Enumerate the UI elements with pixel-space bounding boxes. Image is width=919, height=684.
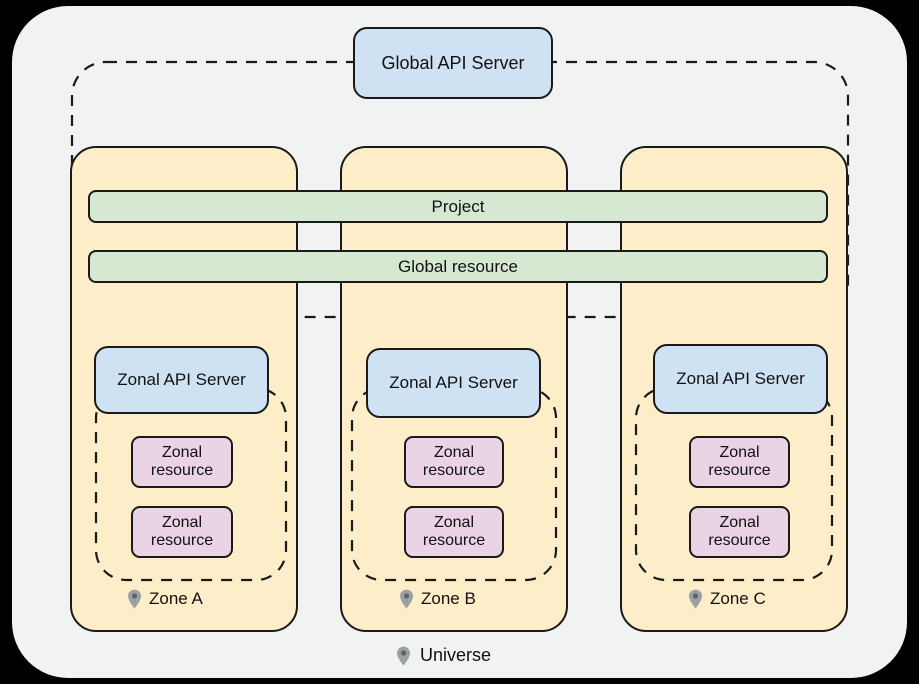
zonal-resource-b-2-line1: Zonal [433,513,475,531]
zone-c-label: Zone C [688,589,766,609]
zonal-resource-a-1[interactable]: Zonal resource [131,436,233,488]
zone-b-label: Zone B [399,589,476,609]
zonal-resource-a-1-line1: Zonal [161,443,203,461]
zonal-resource-a-1-line2: resource [150,462,214,479]
zonal-api-server-c-label: Zonal API Server [676,369,805,389]
zonal-resource-c-1[interactable]: Zonal resource [689,436,790,488]
zonal-resource-b-2[interactable]: Zonal resource [404,506,504,558]
zonal-api-server-a[interactable]: Zonal API Server [94,346,269,414]
zonal-resource-b-1-line2: resource [422,462,486,479]
location-pin-icon [689,589,702,609]
location-pin-icon [128,589,141,609]
zone-a-label-text: Zone A [149,589,203,608]
zonal-resource-c-1-line1: Zonal [719,443,760,461]
project-bar[interactable]: Project [88,190,828,223]
project-bar-label: Project [431,196,485,216]
global-api-server-label: Global API Server [381,52,525,73]
zonal-resource-b-1[interactable]: Zonal resource [404,436,504,488]
zone-b-inner-dashed-boundary [350,386,558,582]
zonal-resource-a-2-line2: resource [150,532,214,549]
zonal-api-server-a-label: Zonal API Server [117,370,246,390]
zonal-resource-b-2-line2: resource [422,532,486,549]
universe-label: Universe [396,645,491,666]
zonal-resource-a-2[interactable]: Zonal resource [131,506,233,558]
zonal-resource-c-2-line1: Zonal [719,513,760,531]
zonal-resource-c-2[interactable]: Zonal resource [689,506,790,558]
zonal-resource-c-1-line2: resource [708,462,771,479]
location-pin-icon [397,646,410,665]
global-resource-bar[interactable]: Global resource [88,250,828,283]
universe-label-text: Universe [420,645,492,665]
zone-c-label-text: Zone C [710,589,766,608]
zonal-resource-c-2-line2: resource [708,532,771,549]
location-pin-icon [400,589,413,609]
zonal-api-server-b[interactable]: Zonal API Server [366,348,541,418]
zonal-api-server-c[interactable]: Zonal API Server [653,344,828,414]
zone-b-label-text: Zone B [421,589,476,608]
global-resource-bar-label: Global resource [397,256,518,276]
global-api-server[interactable]: Global API Server [353,27,553,99]
zonal-resource-a-2-line1: Zonal [161,513,203,531]
zonal-resource-b-1-line1: Zonal [433,443,475,461]
zone-a-label: Zone A [127,589,203,609]
zonal-api-server-b-label: Zonal API Server [389,373,518,393]
